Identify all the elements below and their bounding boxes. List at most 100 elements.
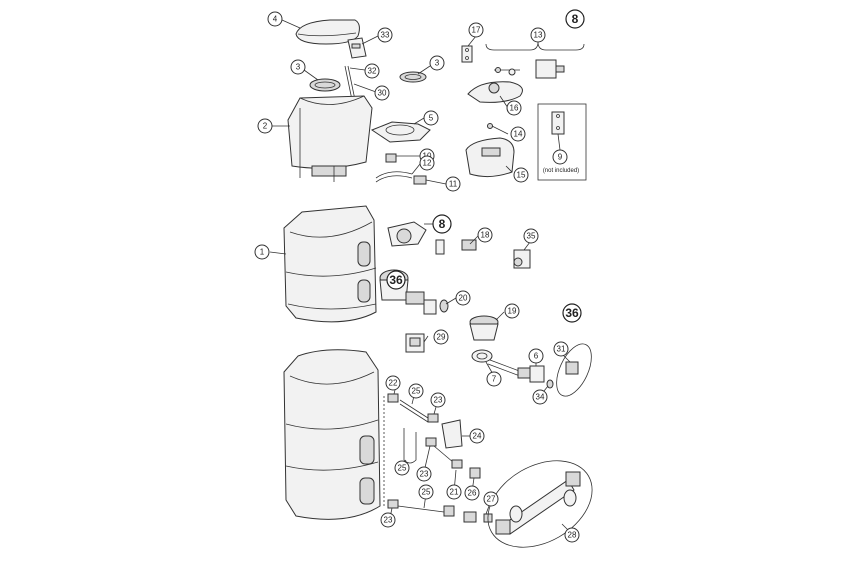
hose-assembly [383, 393, 493, 523]
callout-label: 34 [536, 393, 545, 402]
not-included-note: (not included) [543, 168, 579, 174]
callout-circle [429, 55, 445, 71]
callout-c21: 21 [446, 484, 462, 500]
callout-c12: 12 [419, 155, 435, 171]
pump-assembly-8 [387, 221, 440, 247]
valve-part-35 [513, 249, 531, 269]
callout-circle [380, 512, 396, 528]
callout-c1: 1 [254, 244, 270, 260]
callout-label: 28 [568, 531, 577, 540]
bracket-part-9: (not included) [537, 103, 587, 181]
callout-c19: 19 [504, 303, 520, 319]
callout-circle [486, 371, 502, 387]
callout-circle [464, 485, 480, 501]
reservoir-lid-16 [467, 81, 523, 103]
callout-label: 22 [389, 379, 398, 388]
callout-circle [364, 63, 380, 79]
callout-c16: 16 [506, 100, 522, 116]
callout-c27: 27 [483, 491, 499, 507]
group-marker-g36a: 36 [386, 270, 406, 290]
callout-circle [468, 22, 484, 38]
rod-part [344, 65, 356, 101]
callout-label: 31 [557, 345, 566, 354]
callout-c3b: 3 [429, 55, 445, 71]
callout-c6: 6 [528, 348, 544, 364]
callout-c17: 17 [468, 22, 484, 38]
callout-circle [530, 27, 546, 43]
callout-label: 9 [558, 153, 563, 162]
humidifier-body-1 [283, 205, 377, 323]
callout-circle [455, 290, 471, 306]
callout-c24: 24 [469, 428, 485, 444]
callout-label: 20 [459, 294, 468, 303]
callout-c26: 26 [464, 485, 480, 501]
callout-circle [419, 155, 435, 171]
callout-circle [552, 149, 568, 165]
callout-c2: 2 [257, 118, 273, 134]
reservoir-15 [465, 137, 515, 178]
hose-detail-28 [487, 460, 593, 548]
callout-label: 25 [422, 488, 431, 497]
callout-label: 2 [263, 122, 268, 131]
bracket-part-17 [461, 45, 473, 63]
callout-c23a: 23 [430, 392, 446, 408]
callout-circle [433, 329, 449, 345]
callout-circle [564, 527, 580, 543]
callout-label: 23 [384, 516, 393, 525]
callout-circle [377, 27, 393, 43]
callout-circle [445, 176, 461, 192]
callout-circle [385, 375, 401, 391]
callout-label: 3 [296, 63, 301, 72]
callout-c35: 35 [523, 228, 539, 244]
body-shell-part [287, 95, 373, 182]
callout-c9: 9 [552, 149, 568, 165]
callout-label: 25 [398, 464, 407, 473]
callout-label: 23 [420, 470, 429, 479]
callout-label: 18 [481, 231, 490, 240]
callout-c23c: 23 [380, 512, 396, 528]
group-marker-label: 8 [572, 12, 579, 26]
callout-c28: 28 [564, 527, 580, 543]
callout-circle [257, 118, 273, 134]
callout-c7: 7 [486, 371, 502, 387]
callout-circle [532, 389, 548, 405]
callout-c20: 20 [455, 290, 471, 306]
callout-label: 30 [378, 89, 387, 98]
filter-part-right [399, 71, 427, 83]
group-marker-circle [432, 214, 452, 234]
detail-ellipse-36 [556, 343, 592, 397]
callout-circle [394, 460, 410, 476]
group-marker-circle [565, 9, 585, 29]
callout-c25a: 25 [408, 383, 424, 399]
valve-assembly-13 [485, 41, 585, 79]
callout-c25c: 25 [418, 484, 434, 500]
callout-circle [290, 59, 306, 75]
callout-circle [553, 341, 569, 357]
wand-part-7 [471, 349, 531, 379]
callout-c4: 4 [267, 11, 283, 27]
callout-circle [477, 227, 493, 243]
callout-label: 29 [437, 333, 446, 342]
group-marker-label: 8 [439, 217, 446, 231]
callout-c33: 33 [377, 27, 393, 43]
callout-label: 5 [429, 114, 434, 123]
callout-label: 26 [468, 489, 477, 498]
callout-label: 14 [514, 130, 523, 139]
callout-label: 13 [534, 31, 543, 40]
callout-label: 1 [260, 248, 265, 257]
callout-label: 19 [508, 307, 517, 316]
callout-label: 15 [517, 171, 526, 180]
callout-circle [506, 100, 522, 116]
callout-label: 3 [435, 59, 440, 68]
callout-label: 33 [381, 31, 390, 40]
callout-circle [430, 392, 446, 408]
callout-label: 6 [534, 352, 539, 361]
callout-c23b: 23 [416, 466, 432, 482]
group-marker-circle [562, 303, 582, 323]
group-marker-g36b: 36 [562, 303, 582, 323]
tray-part [370, 121, 431, 143]
callout-label: 12 [423, 159, 432, 168]
callout-c13: 13 [530, 27, 546, 43]
callout-circle [483, 491, 499, 507]
callout-c29: 29 [433, 329, 449, 345]
